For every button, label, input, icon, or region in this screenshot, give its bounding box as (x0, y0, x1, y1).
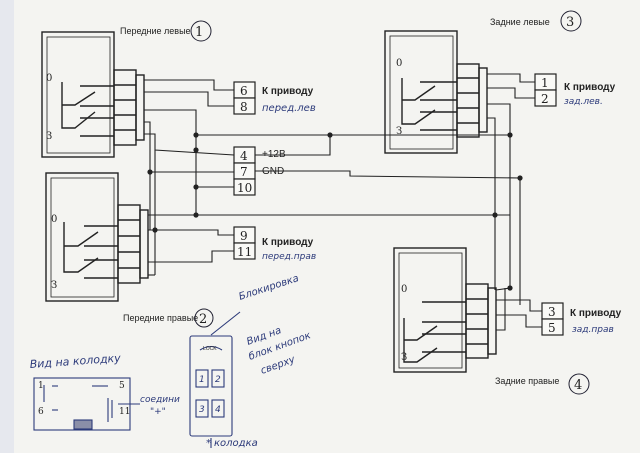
switch-terminal-block (117, 204, 141, 284)
switch-rear-left-pos-close: З (396, 126, 402, 137)
switch-rear-right (393, 247, 497, 373)
joined-note-1: соедини (140, 395, 180, 405)
conn-pin-5: 5 (119, 381, 125, 391)
pin-9: 9 (240, 229, 248, 243)
switch-front-right (45, 172, 149, 302)
button-block-sketch (189, 311, 241, 448)
lock-button-label: LOCK (203, 346, 217, 352)
lock-note: Блокировка (238, 273, 301, 303)
switch-front-left-pos-close: З (46, 131, 52, 142)
front-right-drive-label: К приводу (262, 237, 314, 248)
switch-terminal-block (456, 63, 480, 138)
switch-rear-right-number: 4 (574, 378, 582, 393)
conn-pin-6: 6 (38, 407, 44, 417)
pin-10: 10 (237, 181, 252, 195)
pin-3: 3 (548, 305, 556, 319)
button-3: 3 (199, 405, 205, 415)
front-left-drive-hand: перед.лев (262, 103, 316, 114)
connector-view-sketch (33, 377, 140, 431)
switch-front-left-number: 1 (195, 25, 203, 40)
pin-5: 5 (548, 321, 556, 335)
switch-front-right-pos-open: 0 (51, 214, 57, 225)
pin-2: 2 (541, 92, 549, 106)
switch-front-left-pos-open: 0 (46, 73, 52, 84)
switch-rear-left-pos-open: 0 (396, 58, 402, 69)
switch-rear-right-title: Задние правые (495, 376, 559, 386)
rear-left-drive-label: К приводу (564, 82, 616, 93)
switch-front-right-title: Передние правые (123, 313, 198, 323)
switch-terminal-block (113, 69, 137, 146)
switch-body (41, 31, 115, 158)
front-left-drive-label: К приводу (262, 86, 314, 97)
switch-front-left (41, 31, 145, 158)
pin-1: 1 (541, 76, 549, 90)
switch-rear-right-pos-open: 0 (401, 284, 407, 295)
switch-rear-right-pos-close: З (401, 352, 407, 363)
conn-pin-11: 11 (119, 407, 130, 417)
rear-right-drive-hand: зад.прав (572, 325, 614, 335)
switch-rear-left-title: Задние левые (490, 17, 550, 27)
button-block-outline (189, 335, 233, 437)
connector-word-note: колодка (214, 438, 258, 449)
switch-rear-left (384, 30, 488, 154)
switch-front-right-number: 2 (199, 312, 207, 327)
conn-pin-1: 1 (38, 381, 44, 391)
switch-front-left-title: Передние левые (120, 26, 191, 36)
pin-11: 11 (237, 245, 252, 259)
pin-8: 8 (240, 100, 248, 114)
button-4: 4 (215, 405, 221, 415)
view-connector-note: Вид на колодку (29, 352, 121, 371)
front-right-drive-hand: перед.прав (262, 252, 316, 262)
switch-front-right-pos-close: З (51, 280, 57, 291)
switch-rear-left-number: 3 (566, 15, 574, 30)
rear-right-drive-label: К приводу (570, 308, 622, 319)
rear-left-drive-hand: зад.лев. (564, 97, 603, 107)
switch-terminal-block (465, 283, 489, 359)
pin-6: 6 (240, 84, 248, 98)
wire-junctions (147, 132, 523, 291)
joined-note-2: "+" (150, 407, 166, 417)
pin-7: 7 (240, 165, 248, 179)
star-mark: * (206, 438, 211, 449)
paper-edge (0, 0, 14, 453)
pin-4: 4 (240, 149, 248, 163)
button-2: 2 (215, 375, 221, 385)
button-1: 1 (199, 375, 205, 385)
wires (144, 73, 542, 331)
